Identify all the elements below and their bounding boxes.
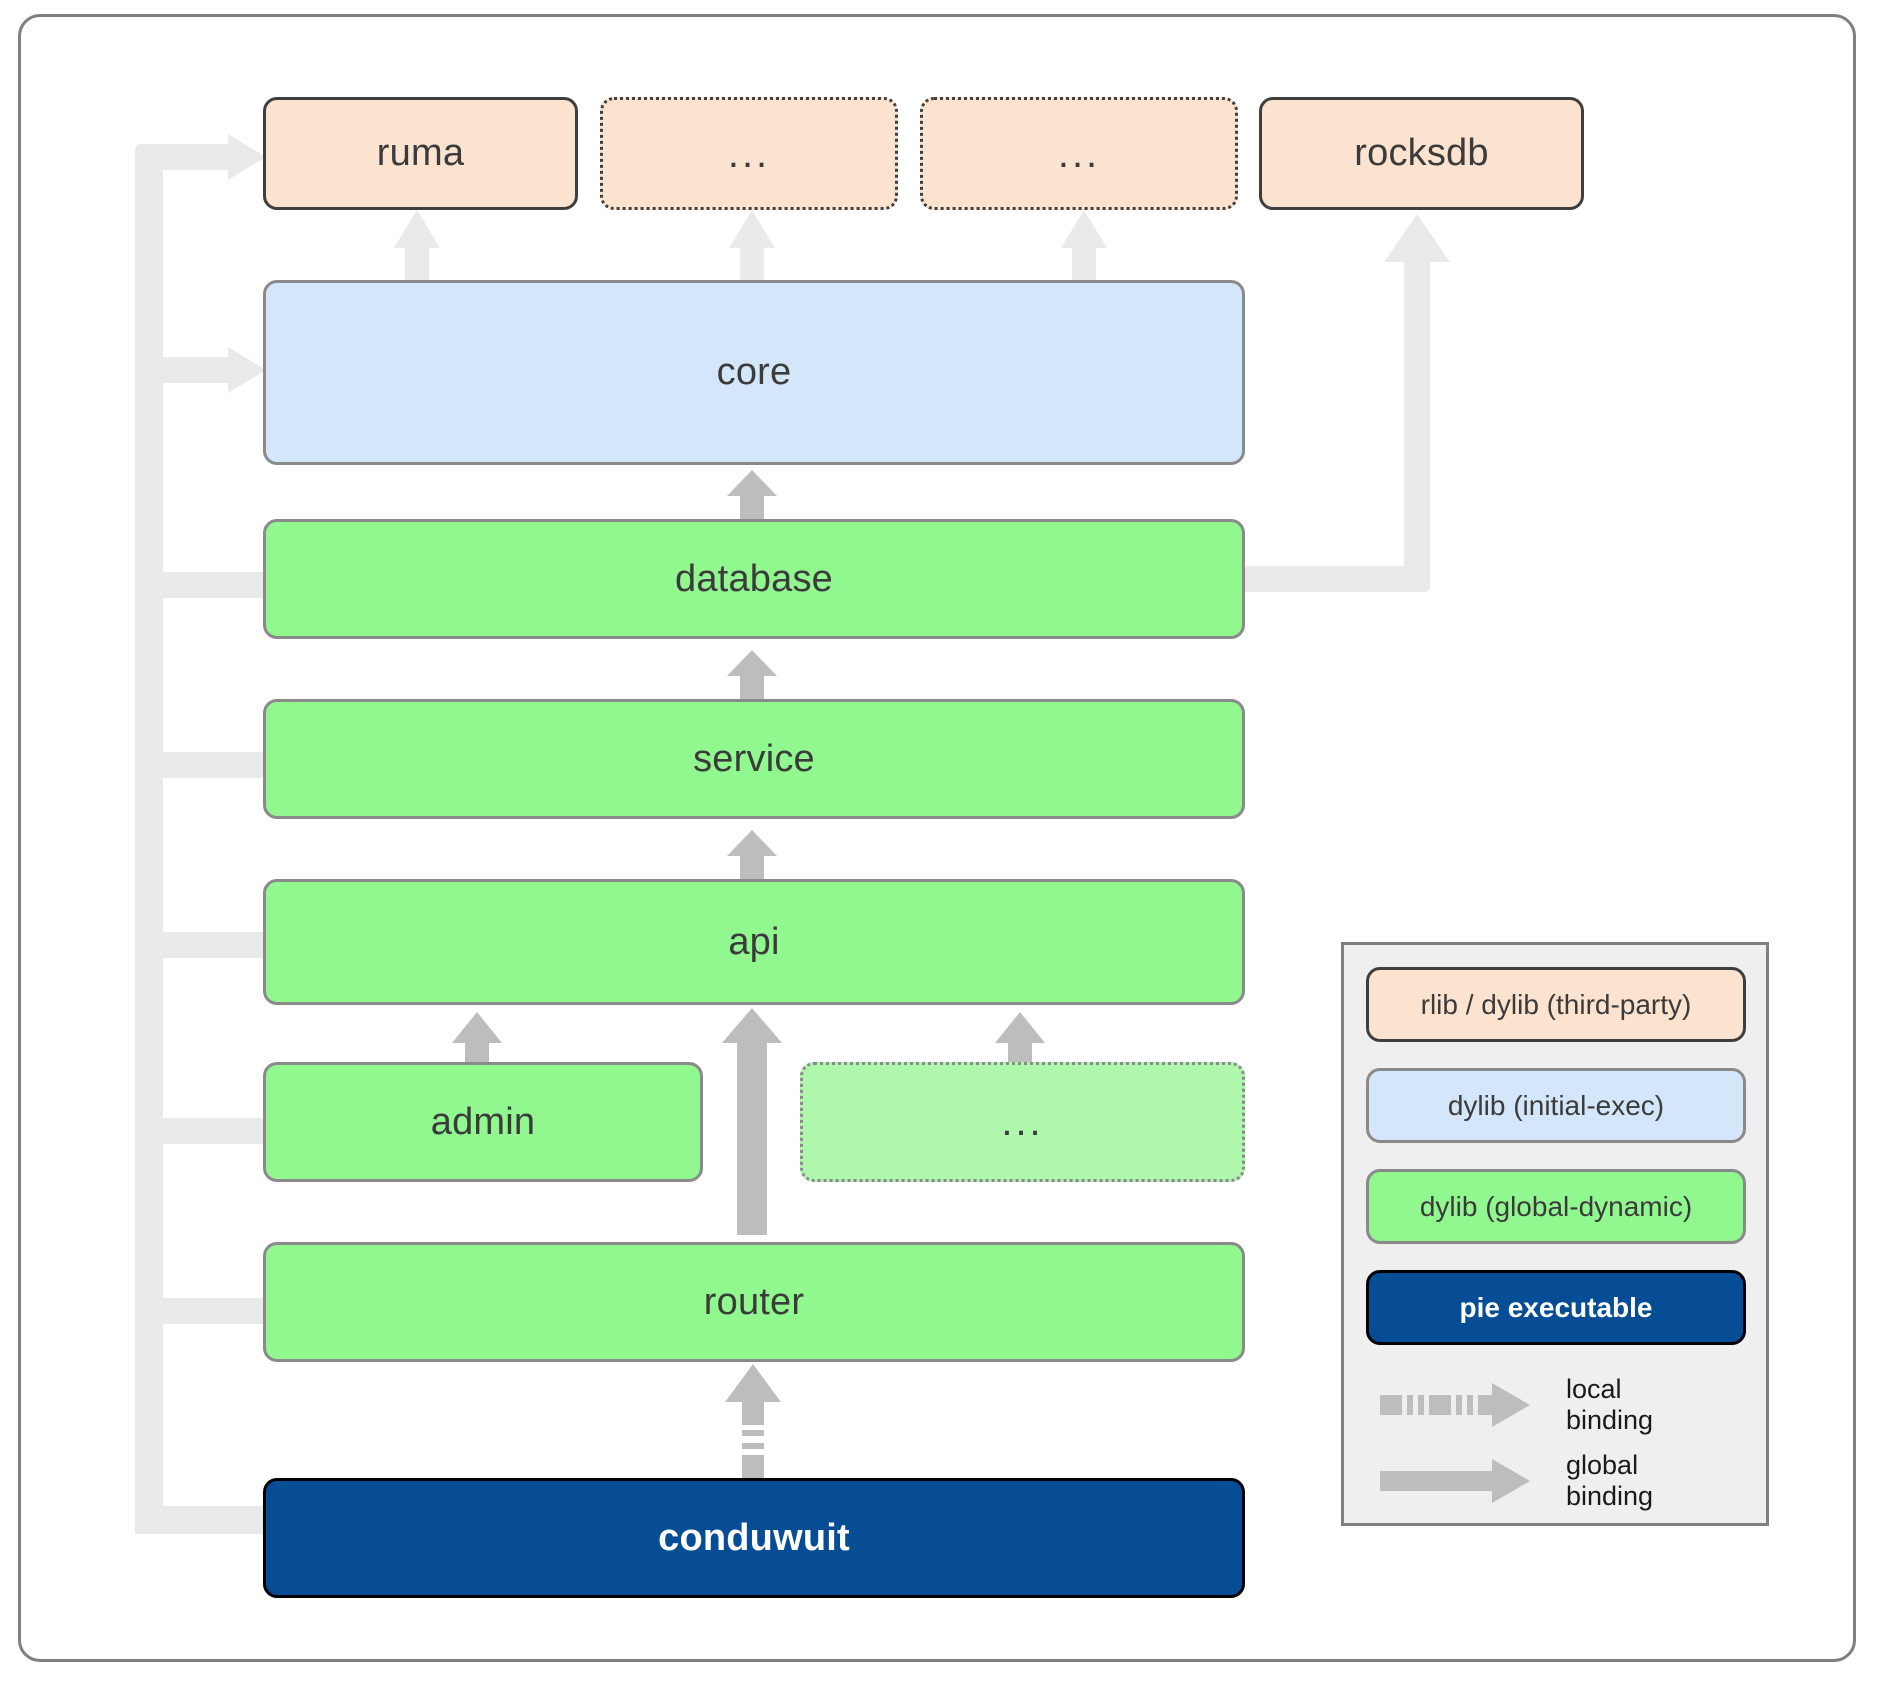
legend-item-initial-exec-label: dylib (initial-exec) — [1447, 1089, 1665, 1121]
node-admin-row-ellipsis[interactable]: ... — [800, 1062, 1245, 1182]
node-admin-label: admin — [430, 1100, 536, 1143]
node-conduwuit[interactable]: conduwuit — [263, 1478, 1245, 1598]
legend-item-third-party[interactable]: rlib / dylib (third-party) — [1366, 967, 1746, 1042]
left-bus-source-conduwuit — [135, 1506, 270, 1534]
legend-item-global-dynamic-label: dylib (global-dynamic) — [1419, 1190, 1693, 1222]
node-rocksdb-label: rocksdb — [1354, 132, 1489, 174]
node-ruma[interactable]: ruma — [263, 97, 578, 210]
node-rocksdb[interactable]: rocksdb — [1259, 97, 1584, 210]
node-database-label: database — [675, 557, 833, 600]
left-bus-branch-service — [155, 752, 270, 778]
node-router-label: router — [703, 1280, 805, 1323]
node-router[interactable]: router — [263, 1242, 1245, 1362]
database-to-rocksdb-horizontal — [1240, 566, 1430, 592]
left-bus-branch-router — [155, 1298, 270, 1324]
node-admin[interactable]: admin — [263, 1062, 703, 1182]
node-service[interactable]: service — [263, 699, 1245, 819]
left-bus-trunk — [135, 144, 163, 1534]
legend-item-global-dynamic[interactable]: dylib (global-dynamic) — [1366, 1169, 1746, 1244]
node-api-label: api — [728, 920, 780, 963]
node-top-ellipsis-1[interactable]: ... — [600, 97, 898, 210]
node-conduwuit-label: conduwuit — [658, 1516, 850, 1559]
global-binding-arrow-icon — [1380, 1459, 1530, 1503]
node-service-label: service — [693, 737, 815, 780]
local-binding-arrow-icon — [1380, 1383, 1530, 1427]
node-top-ellipsis-2[interactable]: ... — [920, 97, 1238, 210]
node-admin-row-ellipsis-label: ... — [1001, 1100, 1044, 1144]
legend-item-initial-exec[interactable]: dylib (initial-exec) — [1366, 1068, 1746, 1143]
node-database[interactable]: database — [263, 519, 1245, 639]
legend-binding-local-label: local binding — [1566, 1374, 1654, 1435]
legend-binding-global-label: global binding — [1566, 1450, 1654, 1511]
legend-item-pie-executable-label: pie executable — [1459, 1291, 1653, 1323]
left-bus-branch-core — [155, 357, 230, 383]
legend-item-third-party-label: rlib / dylib (third-party) — [1420, 988, 1692, 1020]
node-top-ellipsis-2-label: ... — [1057, 131, 1101, 176]
left-bus-branch-database — [155, 572, 270, 598]
node-ruma-label: ruma — [376, 132, 465, 174]
legend-item-pie-executable[interactable]: pie executable — [1366, 1270, 1746, 1345]
node-core-label: core — [716, 351, 792, 393]
database-to-rocksdb-vertical — [1404, 250, 1430, 580]
legend-panel: rlib / dylib (third-party) dylib (initia… — [1341, 942, 1769, 1526]
left-bus-branch-api — [155, 932, 270, 958]
node-top-ellipsis-1-label: ... — [727, 131, 771, 176]
left-bus-branch-admin — [155, 1118, 270, 1144]
node-api[interactable]: api — [263, 879, 1245, 1005]
left-bus-branch-ruma — [155, 144, 230, 170]
node-core[interactable]: core — [263, 280, 1245, 465]
